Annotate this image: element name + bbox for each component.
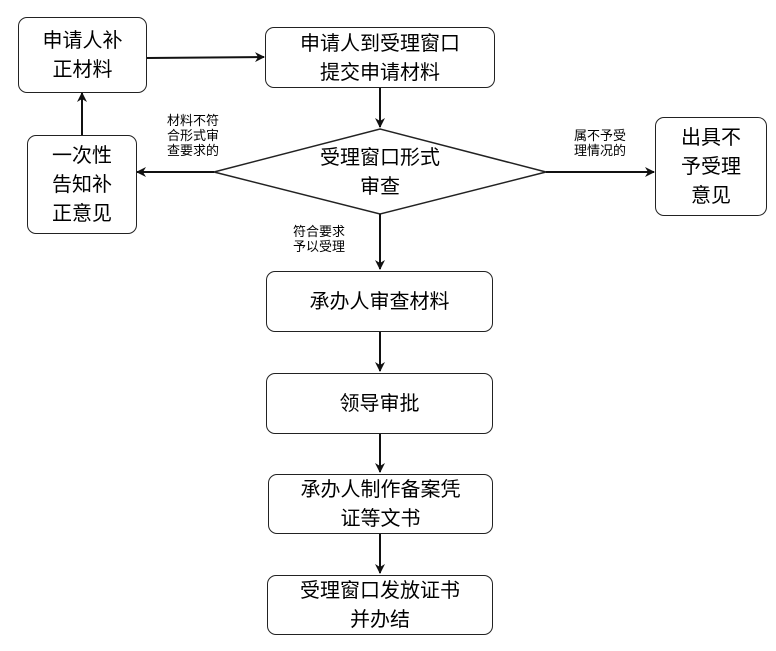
node-supplement: 申请人补正材料 [18, 17, 147, 93]
edge-label-not-conform: 材料不符 合形式审 查要求的 [166, 114, 219, 159]
edge-label-conform: 符合要求 予以受理 [292, 225, 345, 255]
node-make-docs: 承办人制作备案凭证等文书 [268, 474, 493, 534]
arrow-supplement-to-submit [146, 52, 265, 63]
node-reject-opinion: 出具不予受理意见 [655, 117, 767, 216]
node-notify: 一次性告知补正意见 [27, 135, 137, 234]
edge-label-not-accepted: 属不予受 理情况的 [573, 129, 626, 159]
node-handler-review: 承办人审查材料 [266, 271, 493, 332]
node-review-decision-label: 受理窗口形式 审查 [320, 145, 440, 198]
node-leader-approval: 领导审批 [266, 373, 493, 434]
node-issue-docs: 受理窗口发放证书并办结 [267, 575, 493, 635]
node-apply-submit: 申请人到受理窗口提交申请材料 [265, 27, 495, 88]
